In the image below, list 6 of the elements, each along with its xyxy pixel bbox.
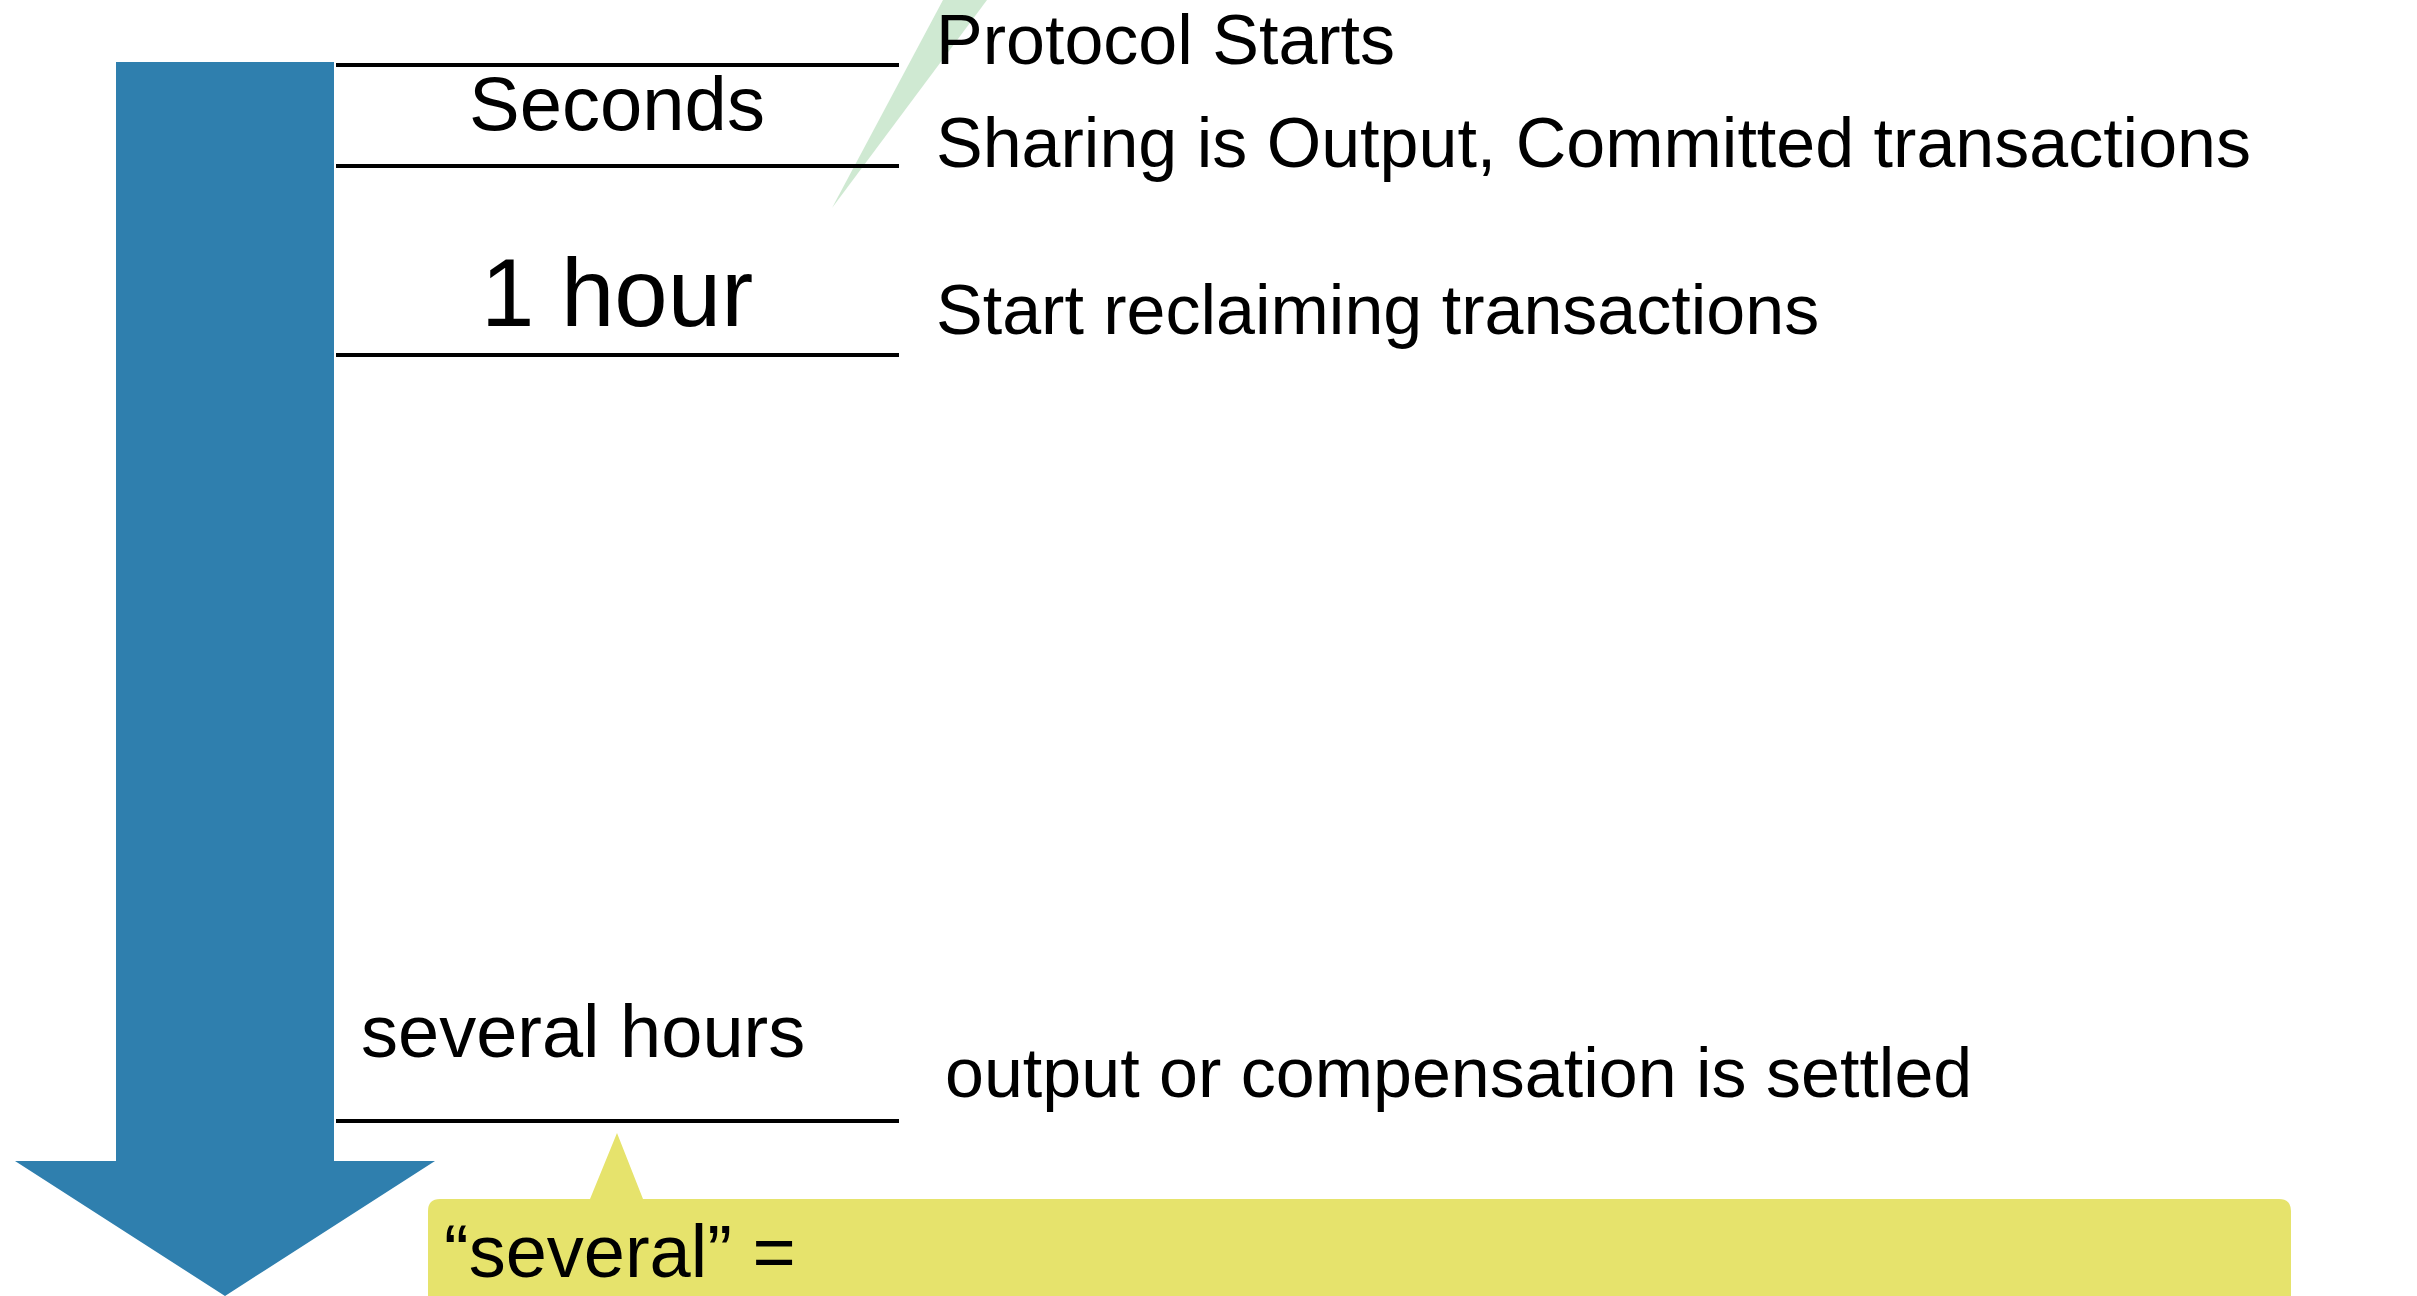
- time-label: several hours: [361, 995, 806, 1070]
- time-label: Seconds: [469, 66, 765, 143]
- callout-box: [428, 1133, 2291, 1296]
- event-label: Protocol Starts: [936, 4, 1396, 75]
- callout-text: “several” =: [444, 1215, 796, 1289]
- time-label: 1 hour: [480, 245, 754, 342]
